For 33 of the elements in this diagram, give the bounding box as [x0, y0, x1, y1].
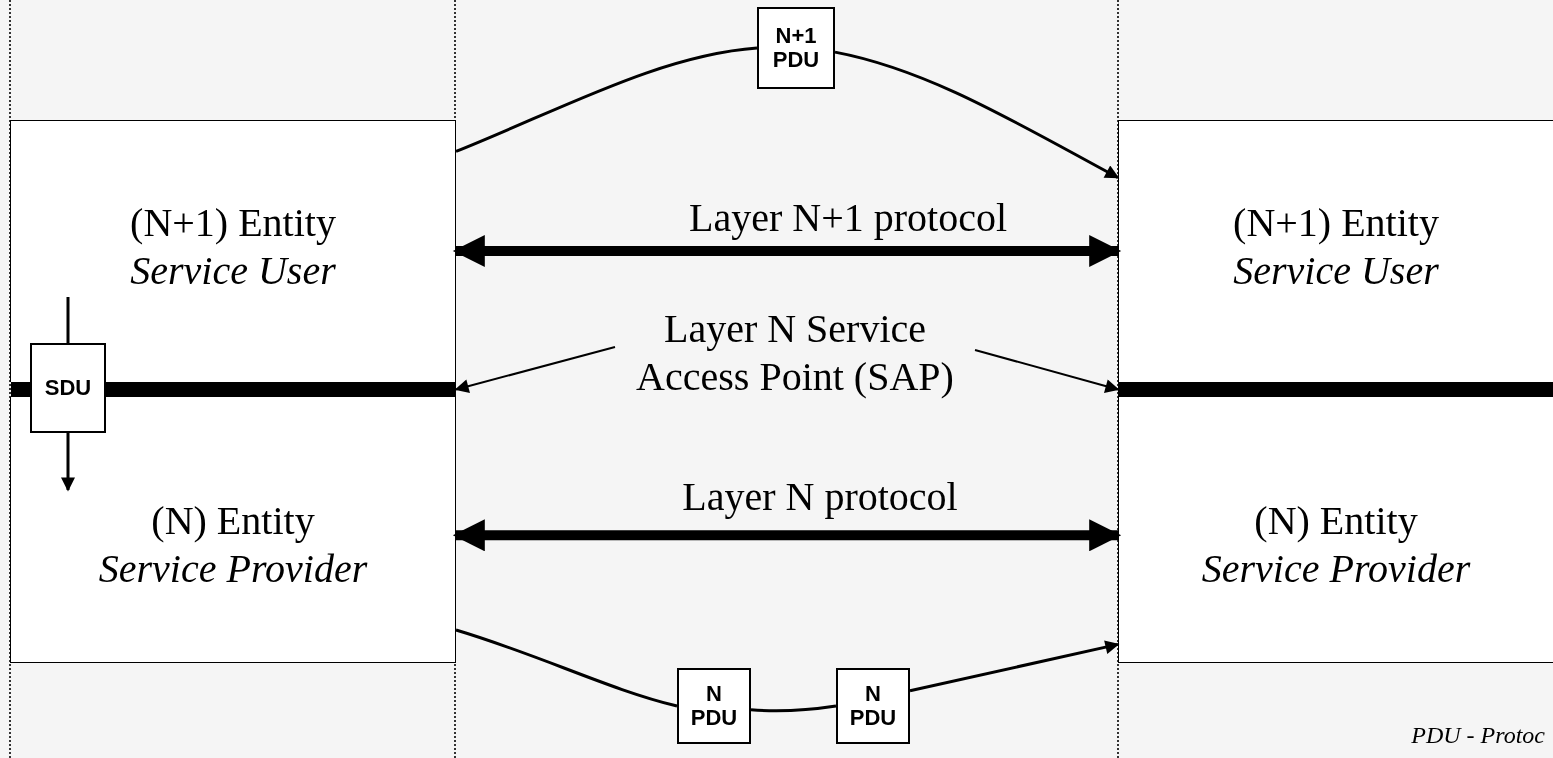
edge-label: Layer N+1 protocol: [689, 196, 1007, 240]
role-text: Service Provider: [98, 544, 368, 593]
entity-name: (N) Entity: [151, 496, 315, 545]
connector-line: [455, 46, 758, 153]
entity-box: [1118, 120, 1553, 382]
leader-line: [454, 346, 616, 393]
arrow: [909, 640, 1120, 693]
role-text: Service User: [130, 246, 336, 295]
connector-line: [750, 704, 837, 713]
role-text: Service Provider: [1201, 544, 1471, 593]
entity-box: [10, 120, 456, 382]
leader-line: [974, 349, 1120, 393]
connector-line: [66, 297, 70, 343]
pdu-box: N+1 PDU: [757, 7, 835, 89]
footnote-text: PDU - Protoc: [1411, 722, 1545, 749]
arrow: [834, 50, 1120, 179]
entity-box: [1118, 397, 1553, 663]
entity-box: [10, 397, 456, 663]
edge-label: Layer N protocol: [682, 475, 958, 519]
pdu-box: N PDU: [677, 668, 751, 744]
sap-bar: [106, 382, 456, 397]
double-arrow: [452, 519, 1122, 552]
entity-name: (N) Entity: [1254, 496, 1418, 545]
pdu-box: N PDU: [836, 668, 910, 744]
sdu-box: SDU: [30, 343, 106, 433]
connector-line: [455, 628, 678, 708]
sap-bar: [1118, 382, 1553, 397]
role-text: Service User: [1233, 246, 1439, 295]
entity-name: (N+1) Entity: [1233, 198, 1439, 247]
sap-label: Layer N Service Access Point (SAP): [636, 306, 954, 399]
arrow: [61, 433, 75, 492]
entity-name: (N+1) Entity: [130, 198, 336, 247]
double-arrow: [452, 235, 1122, 267]
